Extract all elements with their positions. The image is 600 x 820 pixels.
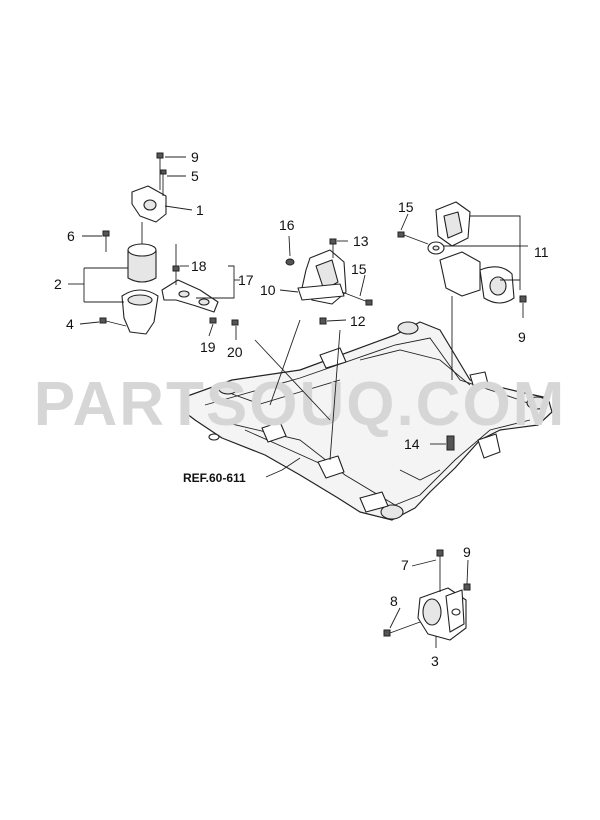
callout-20: 20	[227, 344, 243, 360]
callout-15: 15	[398, 199, 414, 215]
bracket-17-assembly	[161, 244, 239, 326]
callout-19: 19	[200, 339, 216, 355]
nut-icon	[463, 583, 471, 591]
bolt-icon	[329, 238, 337, 245]
center-mount-assembly	[285, 238, 373, 325]
callout-9: 9	[463, 544, 471, 560]
nut-icon	[285, 258, 295, 266]
callout-labels: 9 5 1 6 2 4 18 17 19 20 16 13 10 15 12 1…	[54, 149, 549, 669]
callout-12: 12	[350, 313, 366, 329]
callout-7: 7	[401, 557, 409, 573]
bolt-icon	[365, 299, 373, 306]
callout-15: 15	[351, 261, 367, 277]
bolt-icon	[436, 549, 444, 557]
subframe	[181, 321, 553, 521]
callout-4: 4	[66, 316, 74, 332]
leader-lines	[68, 156, 528, 648]
bolt-icon	[519, 295, 527, 303]
rear-mount-assembly	[383, 549, 471, 641]
bolt-icon	[172, 265, 180, 272]
bolt-icon	[397, 231, 405, 238]
callout-3: 3	[431, 653, 439, 669]
callout-10: 10	[260, 282, 276, 298]
bolt-icon	[446, 435, 455, 451]
callout-14: 14	[404, 436, 420, 452]
bolt-icon	[160, 169, 167, 175]
callout-8: 8	[390, 593, 398, 609]
bolt-icon	[99, 317, 107, 324]
right-mount-assembly	[397, 201, 527, 451]
callout-9: 9	[518, 329, 526, 345]
callout-16: 16	[279, 217, 295, 233]
callout-9: 9	[191, 149, 199, 165]
callout-18: 18	[191, 258, 207, 274]
bolt-icon	[231, 319, 239, 326]
bolt-icon	[102, 230, 110, 237]
callout-2: 2	[54, 276, 62, 292]
bolt-icon	[319, 317, 327, 325]
reference-label: REF.60-611	[183, 471, 246, 485]
bolt-icon	[209, 317, 217, 324]
callout-1: 1	[196, 202, 204, 218]
bolt-icon	[383, 629, 391, 637]
callout-5: 5	[191, 168, 199, 184]
watermark: PARTSOUQ.COM	[34, 370, 567, 439]
callout-17: 17	[238, 272, 254, 288]
left-mount-assembly	[99, 152, 167, 335]
callout-6: 6	[67, 228, 75, 244]
callout-13: 13	[353, 233, 369, 249]
callout-11: 11	[534, 244, 549, 260]
bolt-icon	[156, 152, 164, 159]
